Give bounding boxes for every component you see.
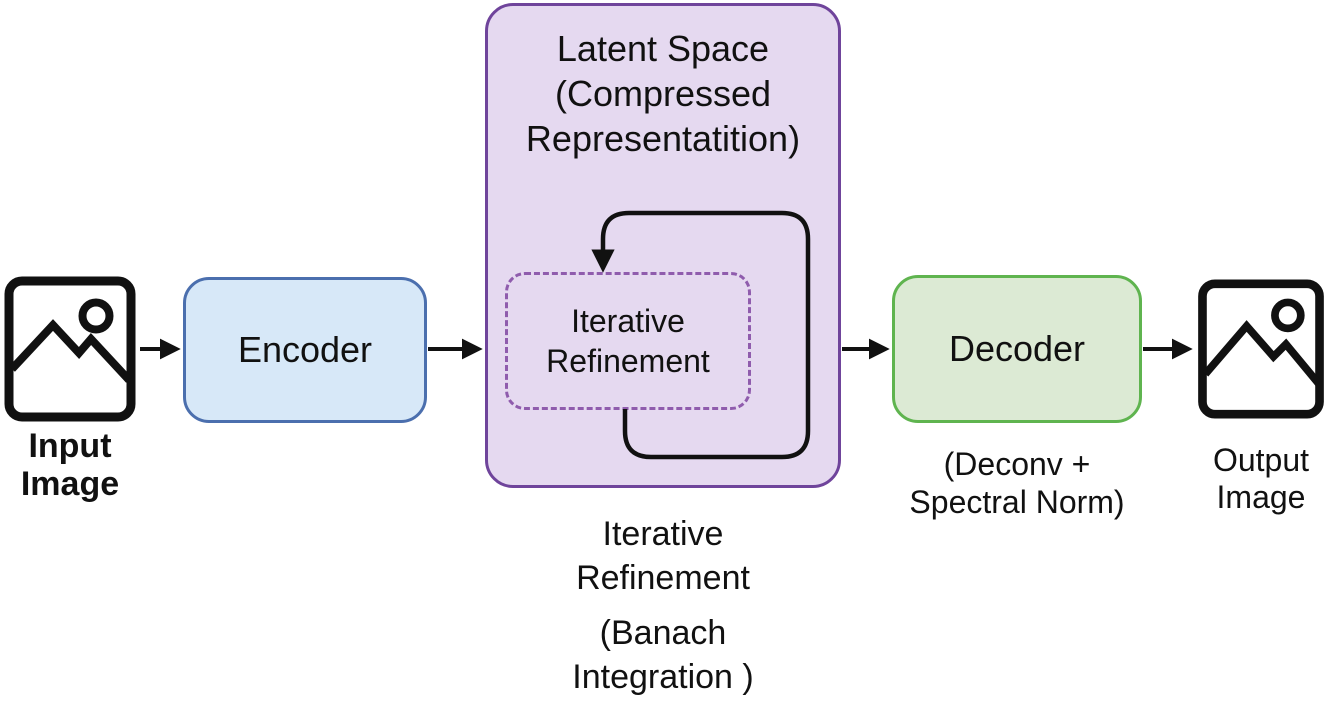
input-image-label: Input Image [0, 427, 145, 503]
output-image-icon [1198, 279, 1324, 419]
iterative-refinement-label-line2: Refinement [546, 343, 710, 379]
output-image-label-line2: Image [1216, 479, 1306, 515]
latent-space-title-line2: (Compressed [554, 73, 772, 114]
decoder-sublabel: (Deconv + Spectral Norm) [847, 445, 1187, 521]
latent-caption: Iterative Refinement [485, 512, 841, 600]
latent-caption-line2: Refinement [576, 559, 750, 597]
decoder-sublabel-line1: (Deconv + [943, 446, 1091, 482]
input-image-label-line1: Input [28, 427, 112, 465]
latent-caption-banach: (Banach Integration ) [485, 611, 841, 699]
encoder-label: Encoder [237, 329, 373, 370]
latent-space-title-line1: Latent Space [556, 28, 770, 69]
latent-caption-banach-line2: Integration ) [572, 658, 754, 696]
output-image-label-line1: Output [1212, 442, 1310, 478]
decoder-node: Decoder [892, 275, 1142, 423]
input-image-icon [4, 276, 136, 422]
latent-space-title-line3: Representatition) [525, 118, 801, 159]
decoder-sublabel-line2: Spectral Norm) [909, 484, 1125, 520]
latent-caption-line1: Iterative [602, 515, 724, 553]
output-image-label: Output Image [1181, 442, 1333, 516]
latent-space-title: Latent Space (Compressed Representatitio… [485, 26, 841, 161]
input-image-label-line2: Image [20, 465, 120, 503]
latent-caption-banach-line1: (Banach [599, 614, 727, 652]
decoder-label: Decoder [948, 328, 1086, 369]
encoder-node: Encoder [183, 277, 427, 423]
iterative-refinement-label-line1: Iterative [571, 303, 685, 339]
iterative-refinement-node: Iterative Refinement [505, 272, 751, 410]
